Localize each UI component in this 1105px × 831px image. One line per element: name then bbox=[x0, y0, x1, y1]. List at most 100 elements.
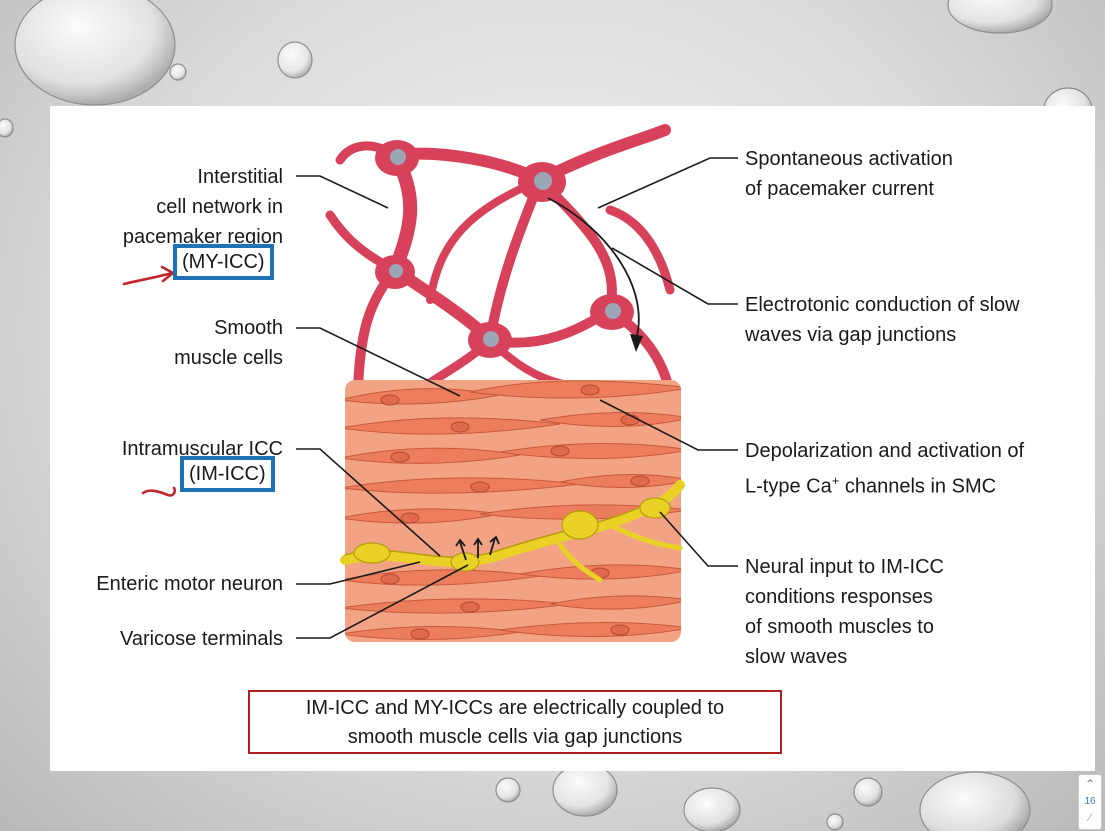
droplet-bottom-4 bbox=[853, 777, 883, 807]
droplet-left-edge bbox=[0, 118, 14, 138]
droplet-tiny-top bbox=[169, 63, 187, 81]
label-line: waves via gap junctions bbox=[745, 324, 957, 346]
neuron-branch bbox=[557, 542, 603, 583]
label-varicose-terminals: Varicose terminals bbox=[40, 624, 283, 654]
muscle-nucleus bbox=[610, 624, 630, 636]
droplet-bottom-6 bbox=[826, 813, 844, 831]
muscle-nucleus bbox=[580, 384, 600, 396]
icc-nuclei bbox=[389, 149, 621, 347]
label-line: of smooth muscles to bbox=[745, 616, 934, 638]
label-depolarization: Depolarization and activation of L-type … bbox=[745, 436, 1024, 502]
label-line: Spontaneous activation bbox=[745, 148, 953, 170]
label-line: of pacemaker current bbox=[745, 178, 934, 200]
leader-lines bbox=[296, 157, 738, 639]
conduction-arrow bbox=[547, 197, 640, 341]
leader-electrotonic bbox=[611, 247, 738, 305]
my-icc-label: (MY-ICC) bbox=[182, 251, 265, 273]
icc-nucleus bbox=[534, 172, 552, 190]
annotation-arrow-im-icc bbox=[141, 486, 177, 497]
muscle-nucleus bbox=[380, 573, 400, 585]
label-electrotonic-conduction: Electrotonic conduction of slow waves vi… bbox=[745, 290, 1020, 350]
muscle-nucleus bbox=[460, 601, 480, 613]
conduction-arrowhead bbox=[630, 334, 643, 352]
muscle-fiber bbox=[549, 595, 681, 610]
muscle-fiber bbox=[499, 621, 681, 637]
annotation-arrow-my-icc bbox=[122, 265, 176, 286]
neuron-axon-outline bbox=[344, 506, 641, 558]
muscle-fiber bbox=[345, 417, 561, 435]
muscle-fiber bbox=[539, 411, 681, 428]
release-arrow bbox=[489, 535, 500, 556]
im-icc-label: (IM-ICC) bbox=[189, 463, 266, 485]
resize-handle-icon[interactable]: ∕ bbox=[1089, 812, 1091, 824]
label-intramuscular-icc: Intramuscular ICC bbox=[40, 434, 283, 464]
release-arrow bbox=[473, 537, 483, 558]
icc-nucleus bbox=[605, 303, 621, 319]
droplet-bottom-5 bbox=[919, 771, 1031, 831]
droplet-small-top bbox=[277, 41, 313, 79]
label-enteric-motor-neuron: Enteric motor neuron bbox=[40, 569, 283, 599]
release-arrow bbox=[455, 538, 467, 561]
label-line: muscle cells bbox=[174, 347, 283, 369]
muscle-nucleus bbox=[390, 451, 410, 463]
my-icc-highlight-box: (MY-ICC) bbox=[173, 244, 274, 280]
leader-smooth bbox=[296, 327, 461, 397]
muscle-fiber bbox=[469, 380, 681, 399]
droplet-bottom-3 bbox=[683, 787, 741, 831]
ca-text: L-type Ca bbox=[745, 475, 832, 498]
muscle-nucleus bbox=[450, 421, 470, 433]
varicosity bbox=[561, 510, 599, 540]
muscle-nucleus bbox=[380, 394, 400, 406]
label-line: pacemaker region bbox=[122, 226, 283, 248]
chevron-up-icon[interactable]: ⌃ bbox=[1084, 777, 1096, 791]
muscle-nucleus bbox=[550, 445, 570, 457]
label-smooth-muscle: Smooth muscle cells bbox=[60, 313, 283, 373]
icc-nucleus bbox=[389, 264, 403, 278]
release-arrows bbox=[455, 535, 500, 561]
icc-nucleus bbox=[390, 149, 406, 165]
droplet-bottom-1 bbox=[495, 777, 521, 803]
varicosity bbox=[353, 542, 391, 564]
label-interstitial-network: Interstitial cell network in pacemaker r… bbox=[60, 162, 283, 252]
leader-depolarization bbox=[599, 399, 738, 451]
muscle-nucleus bbox=[470, 481, 490, 493]
im-icc-highlight-box: (IM-ICC) bbox=[180, 456, 275, 492]
icc-nucleus bbox=[483, 331, 499, 347]
channels-text: channels in SMC bbox=[839, 475, 997, 498]
caption-line: smooth muscle cells via gap junctions bbox=[347, 726, 683, 748]
label-line: Depolarization and activation of bbox=[745, 440, 1025, 462]
label-line: Neural input to IM-ICC bbox=[745, 556, 944, 578]
label-line: Smooth bbox=[214, 317, 283, 339]
varicosity bbox=[639, 497, 671, 519]
label-line: conditions responses bbox=[745, 586, 933, 608]
icc-branch bbox=[426, 176, 544, 304]
ca-superscript: + bbox=[831, 473, 840, 488]
droplet-large-top-left bbox=[14, 0, 176, 106]
leader-varicose bbox=[296, 564, 469, 639]
caption-box: IM-ICC and MY-ICCs are electrically coup… bbox=[248, 690, 782, 754]
droplet-top-right bbox=[947, 0, 1053, 34]
muscle-nucleus bbox=[630, 475, 650, 487]
label-line: Varicose terminals bbox=[119, 628, 283, 650]
muscle-nucleus bbox=[620, 414, 640, 426]
muscle-fiber bbox=[499, 443, 681, 459]
varicosities bbox=[353, 497, 671, 572]
neuron-branch bbox=[607, 522, 683, 551]
caption-line: IM-ICC and MY-ICCs are electrically coup… bbox=[305, 697, 725, 719]
label-line: cell network in bbox=[156, 196, 283, 218]
varicosity bbox=[450, 552, 480, 572]
leader-neural bbox=[659, 511, 738, 567]
leader-enteric bbox=[296, 561, 421, 585]
label-neural-input: Neural input to IM-ICC conditions respon… bbox=[745, 552, 944, 672]
leader-interstitial bbox=[296, 175, 389, 209]
label-line: Interstitial bbox=[197, 166, 283, 188]
label-line: Electrotonic conduction of slow bbox=[745, 294, 1020, 316]
label-line: L-type Ca+ channels in SMC bbox=[745, 466, 1024, 502]
muscle-nucleus bbox=[410, 628, 430, 640]
muscle-fiber bbox=[559, 474, 681, 488]
label-line: Intramuscular ICC bbox=[121, 438, 283, 460]
slide-navigator[interactable]: ⌃ 16 ∕ bbox=[1078, 774, 1102, 830]
icc-branch bbox=[605, 205, 675, 295]
muscle-nucleus bbox=[400, 512, 420, 524]
